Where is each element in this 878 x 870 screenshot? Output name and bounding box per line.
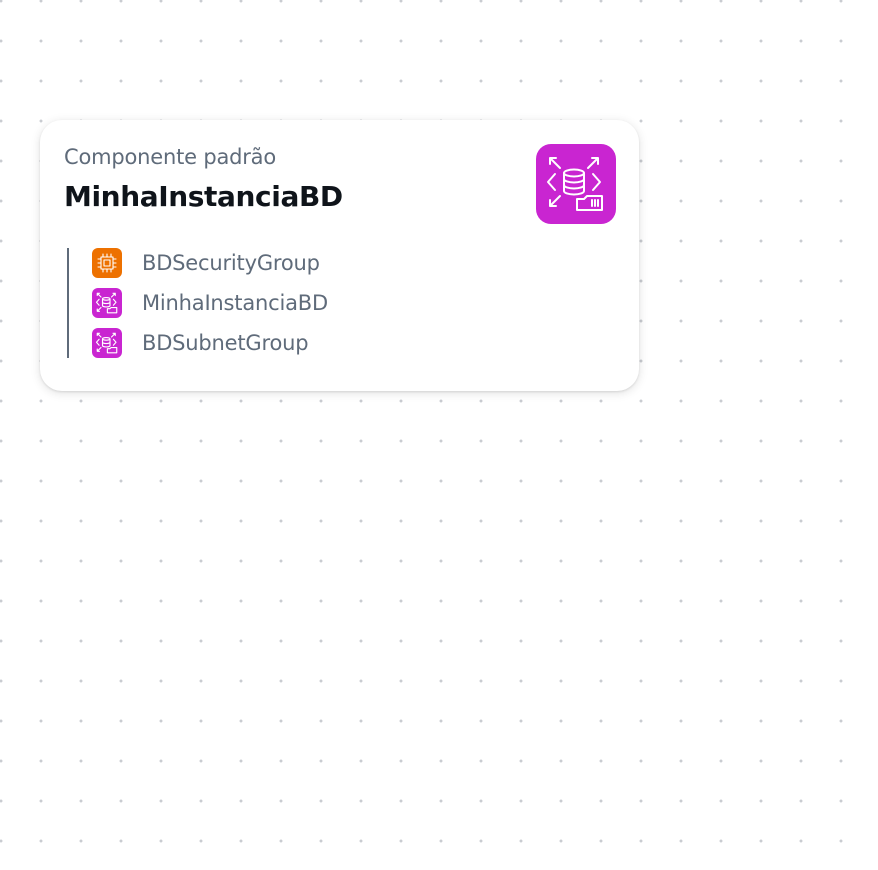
component-resource-list: BDSecurityGroup Minh	[67, 248, 467, 358]
component-type-label: Componente padrão	[64, 145, 276, 169]
rds-database-icon	[92, 328, 122, 358]
list-item-label: MinhaInstanciaBD	[142, 291, 328, 315]
ec2-security-group-icon	[92, 248, 122, 278]
list-item-label: BDSubnetGroup	[142, 331, 309, 355]
list-item-security-group[interactable]: BDSecurityGroup	[92, 248, 320, 278]
list-item-db-instance[interactable]: MinhaInstanciaBD	[92, 288, 328, 318]
component-card[interactable]: Componente padrão MinhaInstanciaBD	[40, 120, 639, 391]
tree-connector-line	[67, 248, 69, 358]
rds-database-icon	[536, 144, 616, 224]
list-item-label: BDSecurityGroup	[142, 251, 320, 275]
component-title: MinhaInstanciaBD	[64, 180, 343, 213]
rds-database-icon	[92, 288, 122, 318]
list-item-subnet-group[interactable]: BDSubnetGroup	[92, 328, 309, 358]
